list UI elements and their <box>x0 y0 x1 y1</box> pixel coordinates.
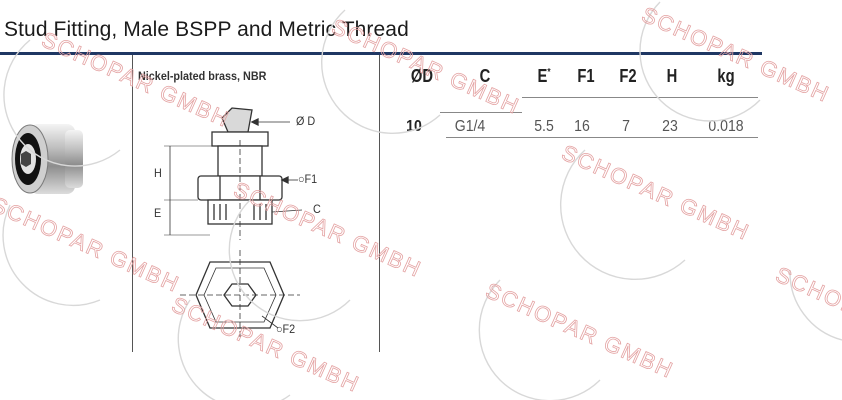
col-header-e: E* <box>537 66 551 86</box>
col-header-f1: F1 <box>577 66 595 86</box>
label-od: Ø D <box>296 114 316 128</box>
hex-symbol: ○ <box>298 172 305 186</box>
watermark-stamp: SCHOPAR GMBH <box>558 139 754 281</box>
divider-right <box>379 55 380 352</box>
material-note: Nickel-plated brass, NBR <box>138 69 267 83</box>
watermark-text: SCHOPAR GMBH <box>772 262 842 368</box>
watermark-text: SCHOPAR GMBH <box>482 278 678 384</box>
cell-f2: 7 <box>622 118 630 135</box>
watermark-stamp: SCHOPAR GMBH <box>478 277 678 400</box>
cell-f1: 16 <box>574 118 590 135</box>
label-e: E <box>154 206 162 220</box>
table-header-rule-left <box>440 112 522 113</box>
table-header-rule <box>522 97 758 98</box>
watermark-stamp: SCHOPAR GMBH <box>772 261 842 368</box>
product-photo <box>11 124 83 194</box>
watermark-stamp: SCHOPAR GMBH <box>638 1 834 122</box>
cell-c: G1/4 <box>454 118 486 135</box>
label-h: H <box>154 166 162 180</box>
col-header-h: H <box>666 66 678 86</box>
col-header-f2: F2 <box>619 66 637 86</box>
divider-left <box>132 55 133 352</box>
col-header-od: ØD <box>410 66 434 86</box>
table-row-rule <box>446 137 758 138</box>
label-f2: ○F2 <box>276 322 296 336</box>
col-header-c: C <box>479 66 491 86</box>
cell-od: 10 <box>406 118 422 135</box>
cell-kg: 0.018 <box>708 118 744 135</box>
cell-h: 23 <box>662 118 678 135</box>
cell-e: 5.5 <box>534 118 554 135</box>
label-c: C <box>313 202 321 216</box>
page-title: Stud Fitting, Male BSPP and Metric Threa… <box>4 18 409 41</box>
technical-drawing <box>164 107 303 340</box>
watermark-text: SCHOPAR GMBH <box>558 140 754 246</box>
label-f1: ○F1 <box>298 172 318 186</box>
col-header-kg: kg <box>717 66 735 86</box>
title-rule <box>0 52 762 55</box>
